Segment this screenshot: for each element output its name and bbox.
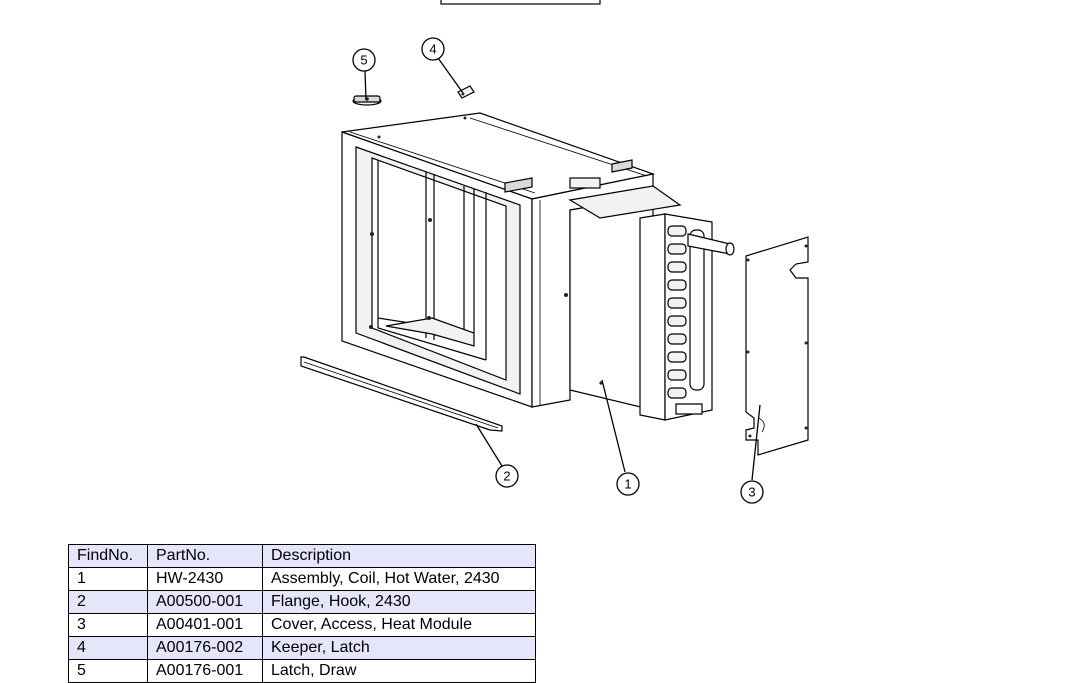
callout-3: 3: [740, 480, 764, 504]
callout-1: 1: [616, 472, 640, 496]
svg-text:1: 1: [624, 477, 631, 492]
table-row: 4 A00176-002 Keeper, Latch: [68, 636, 536, 660]
cell-description: Keeper, Latch: [262, 636, 536, 660]
cell-findno: 3: [68, 613, 148, 637]
parts-list: FindNo. PartNo. Description 1 HW-2430 As…: [68, 544, 536, 683]
callout-4: 4: [421, 37, 445, 61]
callout-2: 2: [495, 464, 519, 488]
cell-partno: A00176-001: [147, 659, 263, 683]
header-findno: FindNo.: [68, 544, 148, 568]
table-row: 1 HW-2430 Assembly, Coil, Hot Water, 243…: [68, 567, 536, 591]
coil-tubes: [667, 225, 687, 399]
coil-assembly: [568, 185, 735, 421]
table-row: 5 A00176-001 Latch, Draw: [68, 659, 536, 683]
cell-findno: 2: [68, 590, 148, 614]
cell-description: Flange, Hook, 2430: [262, 590, 536, 614]
cell-description: Assembly, Coil, Hot Water, 2430: [262, 567, 536, 591]
leader-lines: [364, 57, 761, 481]
cell-findno: 1: [68, 567, 148, 591]
title-box: [440, 0, 601, 5]
parts-table: FindNo. PartNo. Description 1 HW-2430 As…: [68, 544, 536, 683]
table-row: 3 A00401-001 Cover, Access, Heat Module: [68, 613, 536, 637]
cell-description: Cover, Access, Heat Module: [262, 613, 536, 637]
header-description: Description: [262, 544, 536, 568]
svg-text:5: 5: [360, 53, 367, 68]
svg-text:4: 4: [429, 42, 436, 57]
svg-text:3: 3: [748, 485, 755, 500]
table-row: 2 A00500-001 Flange, Hook, 2430: [68, 590, 536, 614]
access-cover: [745, 236, 809, 456]
cell-partno: HW-2430: [147, 567, 263, 591]
header-partno: PartNo.: [147, 544, 263, 568]
housing-frame: [341, 112, 656, 408]
cell-findno: 4: [68, 636, 148, 660]
exploded-assembly-drawing: 5 4 2 1 3: [300, 0, 809, 504]
cell-partno: A00401-001: [147, 613, 263, 637]
svg-text:2: 2: [503, 469, 510, 484]
cell-findno: 5: [68, 659, 148, 683]
table-header-row: FindNo. PartNo. Description: [68, 544, 536, 568]
flange-hook: [300, 356, 503, 432]
cell-partno: A00176-002: [147, 636, 263, 660]
draw-latch: [352, 95, 382, 106]
callout-5: 5: [352, 48, 376, 72]
cell-description: Latch, Draw: [262, 659, 536, 683]
latch-keeper: [457, 85, 475, 99]
cell-partno: A00500-001: [147, 590, 263, 614]
